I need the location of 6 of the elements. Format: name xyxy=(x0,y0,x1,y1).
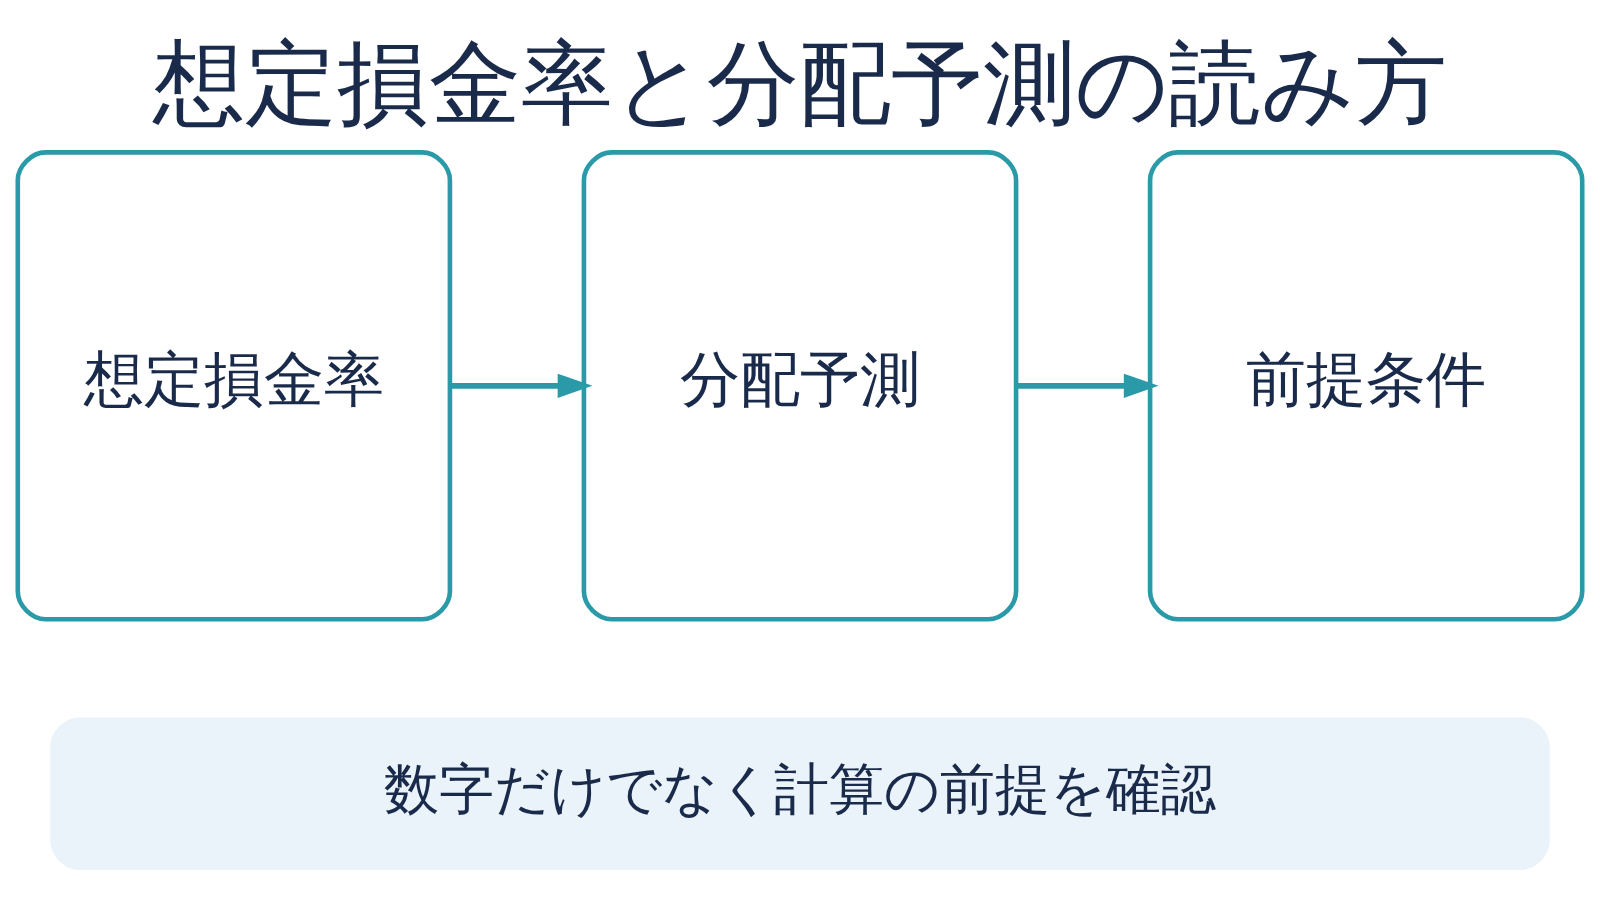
node-box: 分配予測 xyxy=(581,149,1019,621)
diagram-title: 想定損金率と分配予測の読み方 xyxy=(153,28,1447,137)
node-box: 前提条件 xyxy=(1147,149,1585,621)
arrow xyxy=(450,373,593,398)
node-box: 想定損金率 xyxy=(15,149,453,621)
arrow xyxy=(1016,373,1159,398)
